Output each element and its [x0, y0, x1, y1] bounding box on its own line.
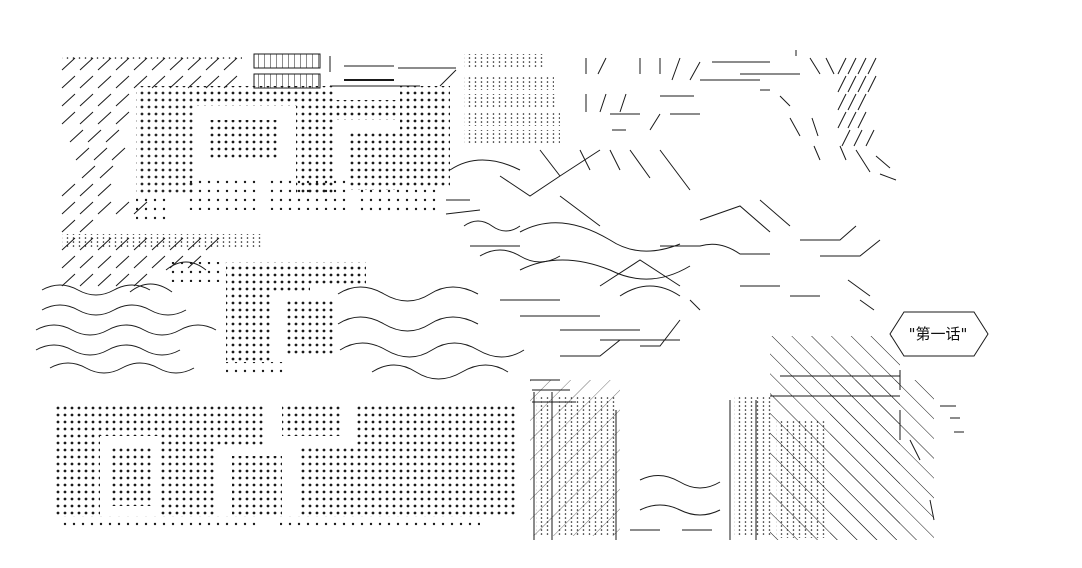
dotted-lettering-upper — [136, 86, 450, 376]
title-badge — [889, 311, 989, 357]
bottom-right-edges — [770, 370, 964, 521]
middle-left-waves — [35, 261, 525, 380]
top-right-sky — [585, 50, 897, 181]
top-bar-region — [253, 53, 560, 144]
upper-left-dots — [62, 56, 262, 248]
bottom-right-hatching — [530, 336, 934, 540]
dotted-lettering-lower — [56, 406, 516, 530]
central-whirl — [445, 149, 881, 341]
chapter-title: "第一话" — [908, 325, 968, 343]
